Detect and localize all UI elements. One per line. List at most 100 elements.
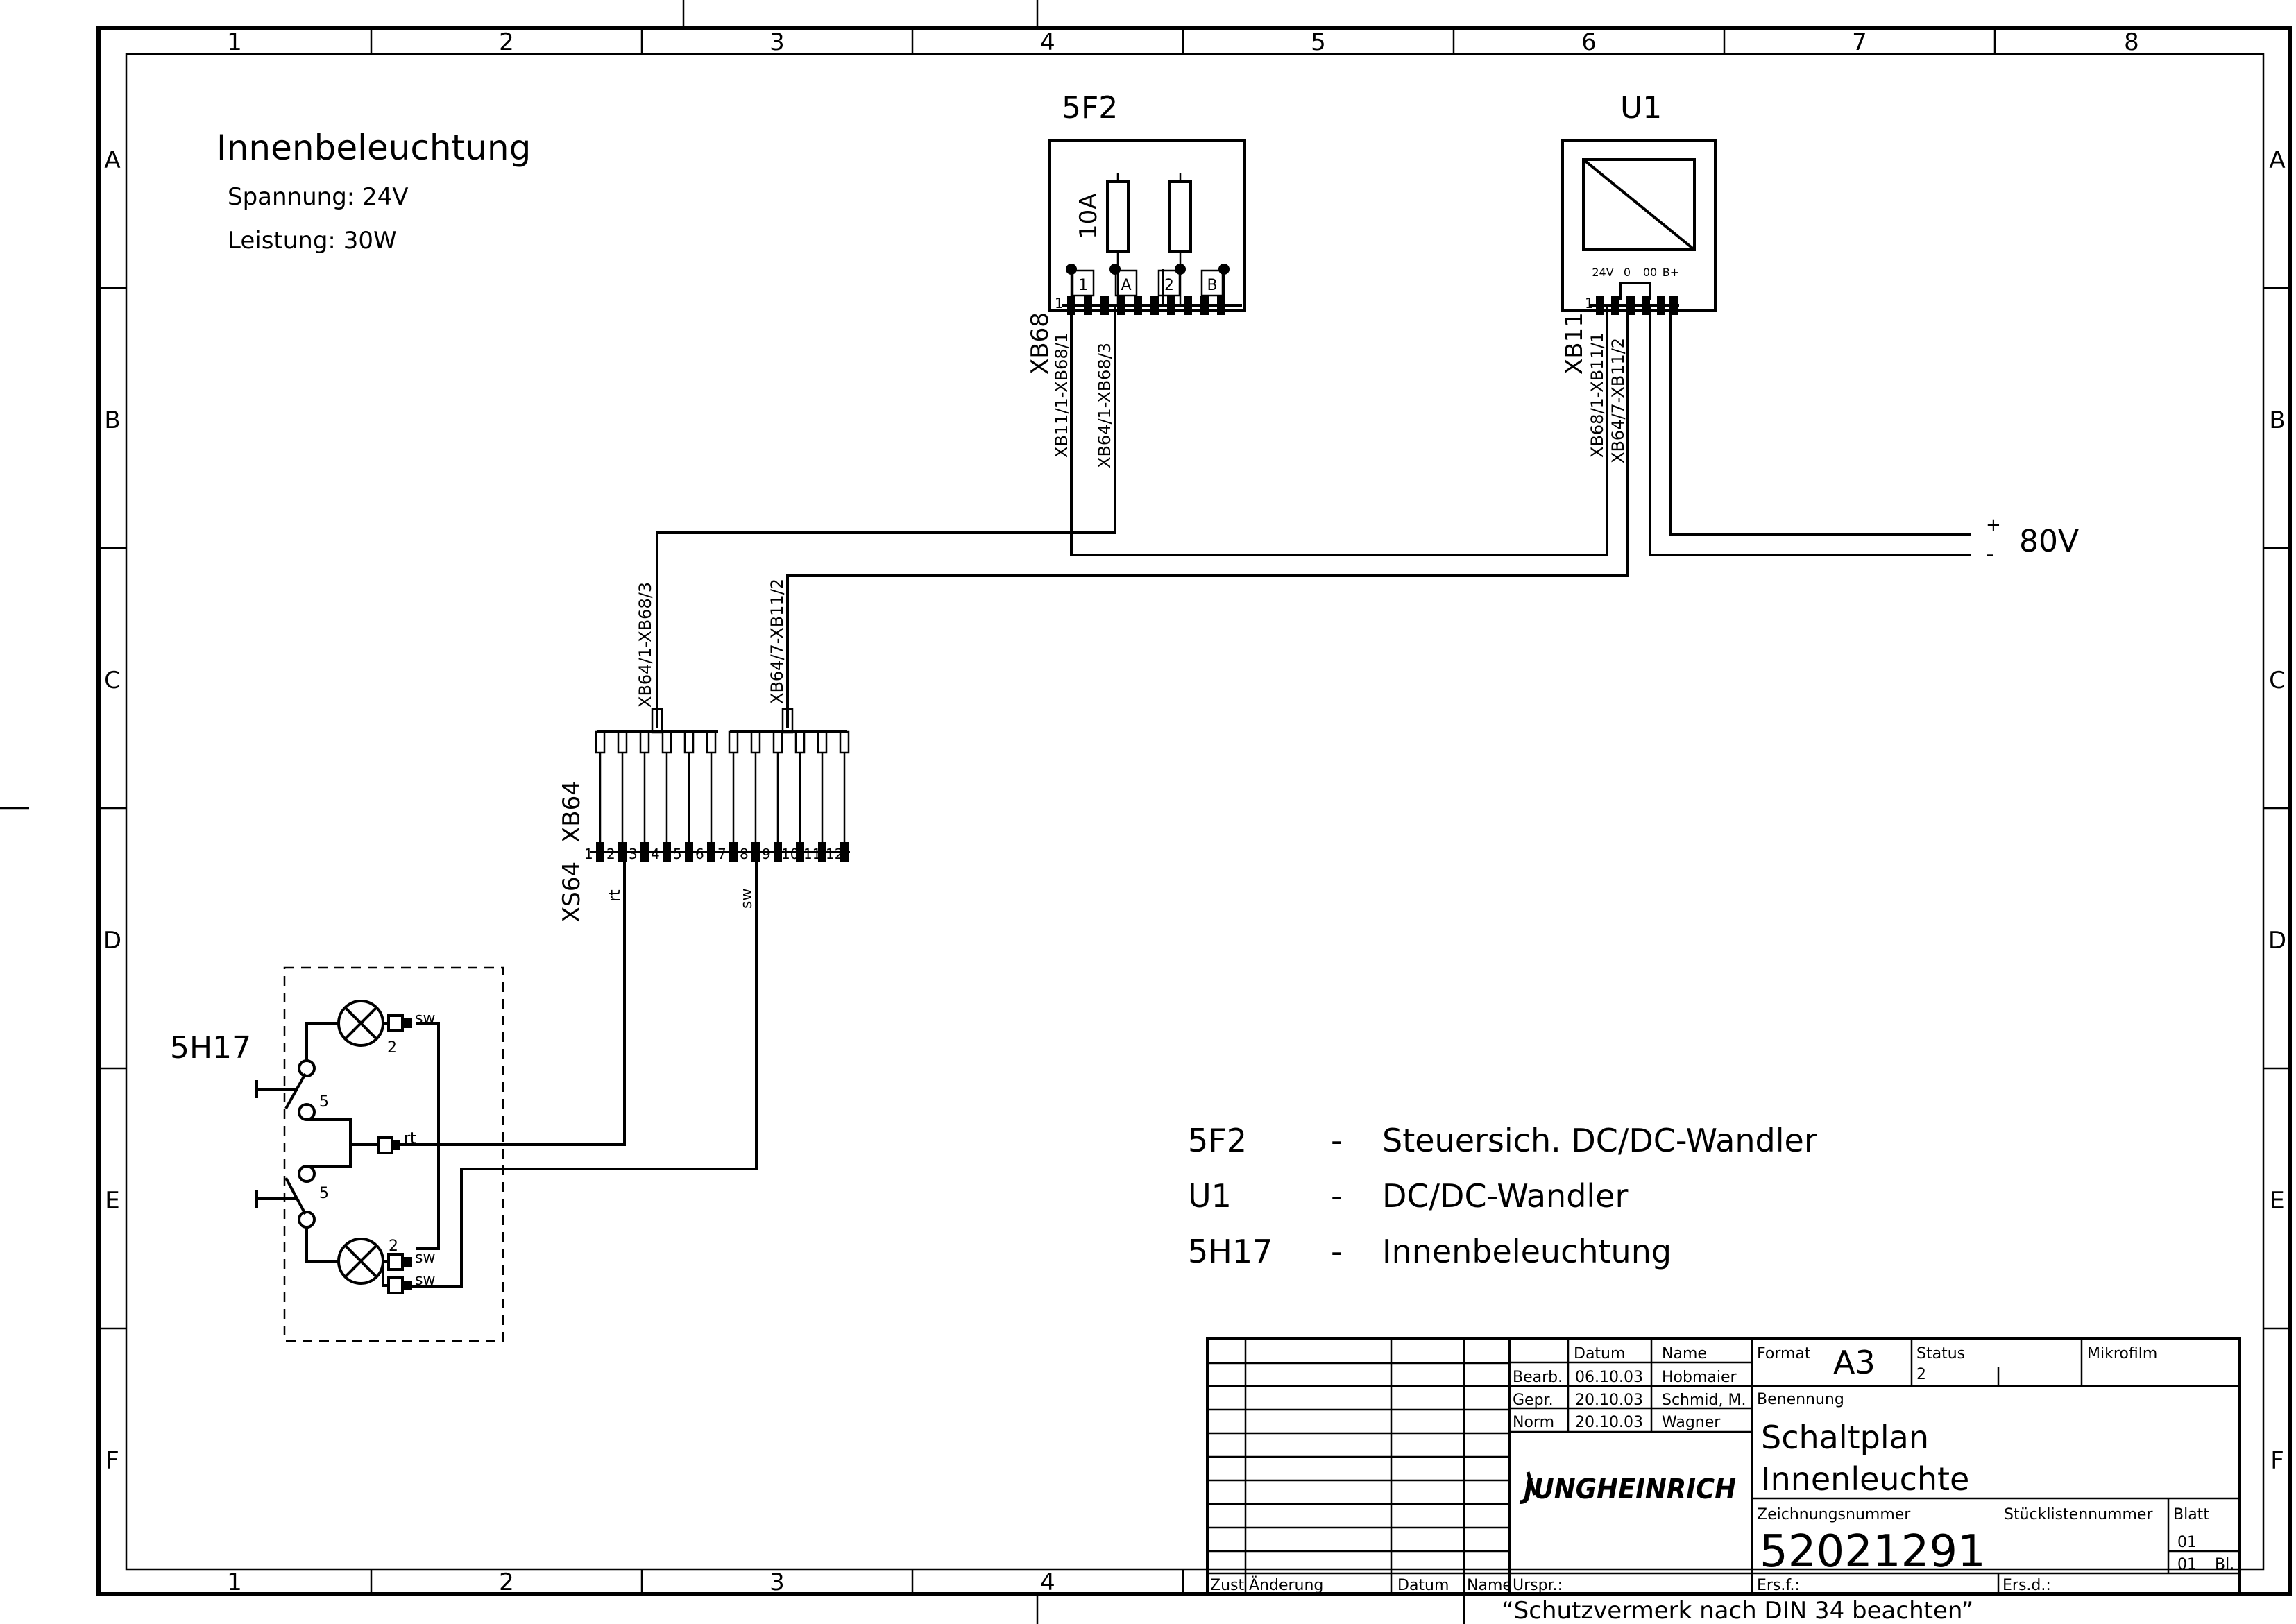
row-label: E <box>2270 1187 2284 1215</box>
sheet-label: Blatt <box>2173 1506 2209 1523</box>
supply-80v: + - 80V <box>1986 515 2079 568</box>
column-label: 1 <box>227 28 242 56</box>
row-label: B <box>104 407 120 434</box>
supply-plus: + <box>1986 515 2001 536</box>
row-label: A <box>104 146 120 174</box>
column-label: 1 <box>227 1569 242 1596</box>
approval-role: Gepr. <box>1513 1392 1554 1409</box>
wire-label: XB11/1-XB68/1 <box>1052 332 1071 458</box>
heading-title: Innenbeleuchtung <box>216 128 531 168</box>
wire-color-label: sw <box>415 1010 435 1027</box>
lamp-group-outline <box>283 966 504 1342</box>
origin-label: Urspr.: <box>1513 1577 1563 1594</box>
column-label: 4 <box>1040 1569 1055 1596</box>
door-switch-icon <box>255 1059 316 1121</box>
drawing-no-label: Zeichnungsnummer <box>1757 1506 1911 1523</box>
wire-color-label: sw <box>415 1249 435 1267</box>
lamp-pin-label: 2 <box>387 1039 397 1057</box>
pin-housing <box>706 730 717 754</box>
row-label: E <box>105 1187 119 1215</box>
lamp-group-id: 5H17 <box>170 1030 251 1066</box>
column-labels-bottom: 1 2 3 4 <box>227 1569 1055 1596</box>
pin-housing <box>617 730 628 754</box>
rev-label: Name <box>1467 1577 1512 1594</box>
approval-name: Schmid, M. <box>1662 1392 1746 1409</box>
supply-minus: - <box>1986 540 1994 568</box>
column-label: 5 <box>1311 28 1326 56</box>
column-label: 2 <box>499 28 514 56</box>
converter-pin-label: 0 <box>1624 266 1631 279</box>
fuse-spare-symbol <box>1168 180 1192 253</box>
pin-label: 10 <box>781 846 799 862</box>
wire-label: XB64/7-XB11/2 <box>767 579 787 704</box>
replacement-for-label: Ers.f.: <box>1757 1577 1800 1594</box>
lamp-icon <box>337 1238 384 1285</box>
heading-voltage: Spannung: 24V <box>228 183 409 211</box>
approval-name: Wagner <box>1662 1414 1721 1431</box>
wire-rt <box>399 853 626 1146</box>
legend-text: Innenbeleuchtung <box>1382 1233 1672 1270</box>
converter-pin-label: 00 <box>1643 266 1657 279</box>
title-line2: Innenleuchte <box>1761 1460 1969 1498</box>
terminal-label: A <box>1121 277 1131 294</box>
pin-housing <box>683 730 695 754</box>
door-switch-icon <box>255 1165 316 1229</box>
pin-label: 5 <box>673 846 682 862</box>
legend-dash: - <box>1331 1233 1343 1270</box>
benennung-label: Benennung <box>1757 1391 1844 1408</box>
pin-housing <box>817 730 828 754</box>
column-label: 8 <box>2124 28 2139 56</box>
replaced-by-label: Ers.d.: <box>2002 1577 2051 1594</box>
sheets-total: 01 <box>2177 1556 2197 1573</box>
status-value: 2 <box>1916 1366 1926 1383</box>
row-label: C <box>104 667 121 694</box>
wire-color-label: rt <box>404 1130 416 1147</box>
wire-color-label: sw <box>415 1272 435 1289</box>
legend-code: 5H17 <box>1188 1233 1273 1270</box>
pin-label: 9 <box>762 846 771 862</box>
connector-pin-label: 1 <box>1585 295 1594 311</box>
col-name: Name <box>1662 1345 1707 1362</box>
row-label: D <box>103 927 121 955</box>
pin-label: 6 <box>695 846 704 862</box>
sheets-suffix: Bl. <box>2215 1556 2234 1573</box>
converter-id: U1 <box>1620 90 1662 126</box>
approval-role: Norm <box>1513 1414 1554 1431</box>
status-label: Status <box>1916 1345 1965 1362</box>
wire-supply-minus <box>1649 305 1971 556</box>
col-datum: Datum <box>1574 1345 1625 1362</box>
connector-xb11-label: XB11 <box>1561 312 1588 375</box>
pin-housing <box>639 730 650 754</box>
fuse-10a-symbol <box>1106 180 1130 253</box>
rev-label: Zust <box>1210 1577 1244 1594</box>
heading-power: Leistung: 30W <box>228 227 397 255</box>
pin-label: 3 <box>629 846 638 862</box>
title-line1: Schaltplan <box>1761 1419 1929 1456</box>
wire-color-label: sw <box>738 889 756 909</box>
legend-code: U1 <box>1188 1177 1232 1215</box>
heading: Innenbeleuchtung Spannung: 24V Leistung:… <box>216 128 531 255</box>
pin-housing <box>772 730 783 754</box>
column-label: 2 <box>499 1569 514 1596</box>
column-label: 3 <box>769 28 785 56</box>
row-label: B <box>2269 407 2285 434</box>
pin-label: 11 <box>803 846 821 862</box>
legend-dash: - <box>1331 1177 1343 1215</box>
pin-label: 2 <box>606 846 615 862</box>
legend: 5F2 - Steuersich. DC/DC-Wandler U1 - DC/… <box>1188 1122 1817 1270</box>
pin-housing <box>750 730 761 754</box>
rev-label: Datum <box>1397 1577 1449 1594</box>
format-label: Format <box>1757 1345 1811 1362</box>
wire-sw <box>406 853 758 1288</box>
fuse-rating: 10A <box>1075 193 1103 239</box>
format-value: A3 <box>1833 1344 1876 1381</box>
lamp-pin-label: 2 <box>389 1238 398 1255</box>
wiring <box>399 305 1971 1288</box>
approval-name: Hobmaier <box>1662 1369 1737 1386</box>
pin-housing <box>595 730 606 754</box>
pin-housing <box>661 730 672 754</box>
row-labels-left: A B C D E F <box>103 146 121 1475</box>
approval-date: 20.10.03 <box>1575 1392 1643 1409</box>
